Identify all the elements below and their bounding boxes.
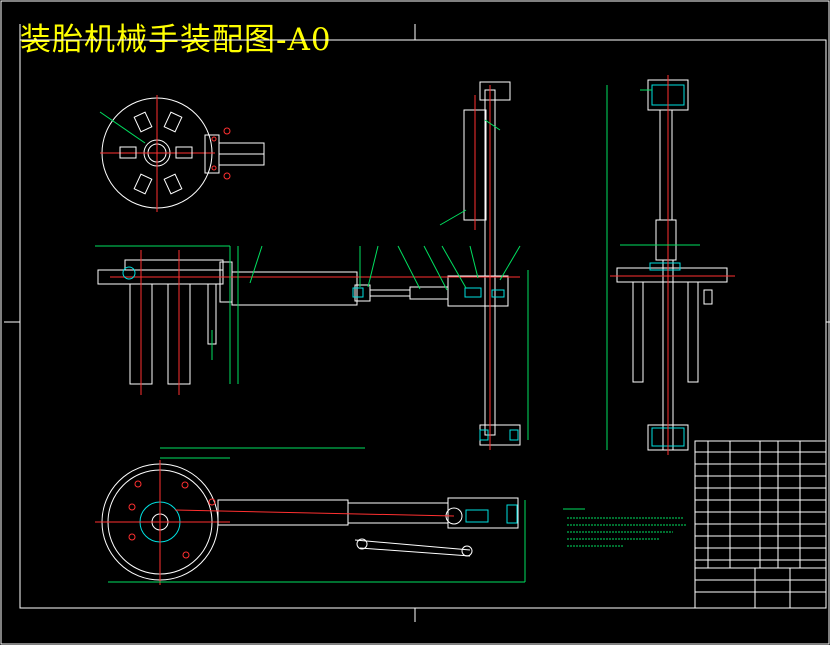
top-view bbox=[99, 95, 265, 212]
front-view bbox=[95, 81, 529, 450]
technical-requirements-lines bbox=[563, 508, 687, 547]
technical-requirements bbox=[563, 506, 691, 556]
side-view bbox=[606, 75, 735, 455]
bottom-view bbox=[95, 447, 526, 585]
parts-list bbox=[694, 440, 827, 609]
